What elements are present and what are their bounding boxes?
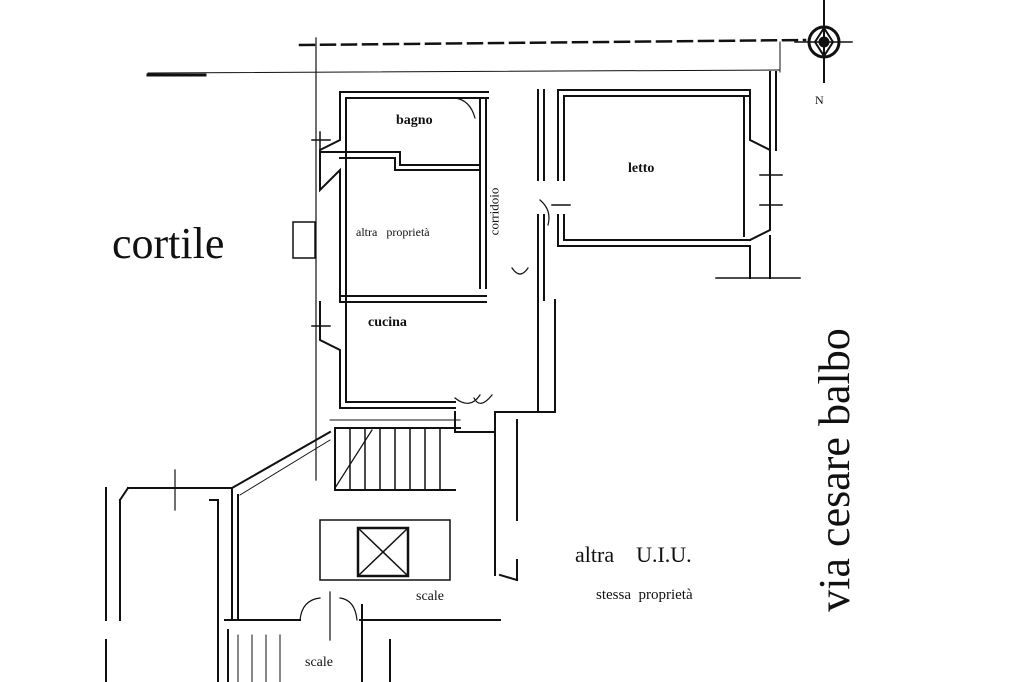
elevator-icon: [356, 526, 410, 578]
property-line-top-thin: [147, 69, 781, 74]
step-box: [292, 221, 316, 259]
area-label-other-unit: altra U.I.U.: [575, 542, 692, 567]
room-label-letto: letto: [628, 161, 655, 176]
compass-icon: [794, 0, 853, 83]
stairwell: [224, 411, 519, 682]
wall-block-left: [319, 89, 556, 413]
room-label-altra-proprieta: altra proprietà: [356, 225, 430, 239]
area-label-other-unit-subtitle: stessa proprietà: [596, 587, 693, 603]
window-marks: [311, 131, 783, 335]
compass-north-label: N: [815, 93, 824, 107]
room-label-cucina: cucina: [368, 315, 407, 330]
street-label: via cesare balbo: [810, 328, 859, 612]
room-label-corridoio: corridoio: [486, 187, 502, 236]
wall-letto: [557, 71, 801, 279]
property-line-top: [298, 38, 807, 47]
room-label-bagno: bagno: [396, 113, 433, 128]
room-label-scale-upper: scale: [416, 589, 444, 604]
neighbour-left: [105, 469, 233, 682]
door-corridor: [539, 199, 550, 226]
room-label-scale-lower: scale: [305, 655, 333, 670]
door-bagno: [454, 97, 476, 119]
door-cucina: [511, 267, 529, 275]
area-label-cortile: cortile: [112, 219, 225, 268]
